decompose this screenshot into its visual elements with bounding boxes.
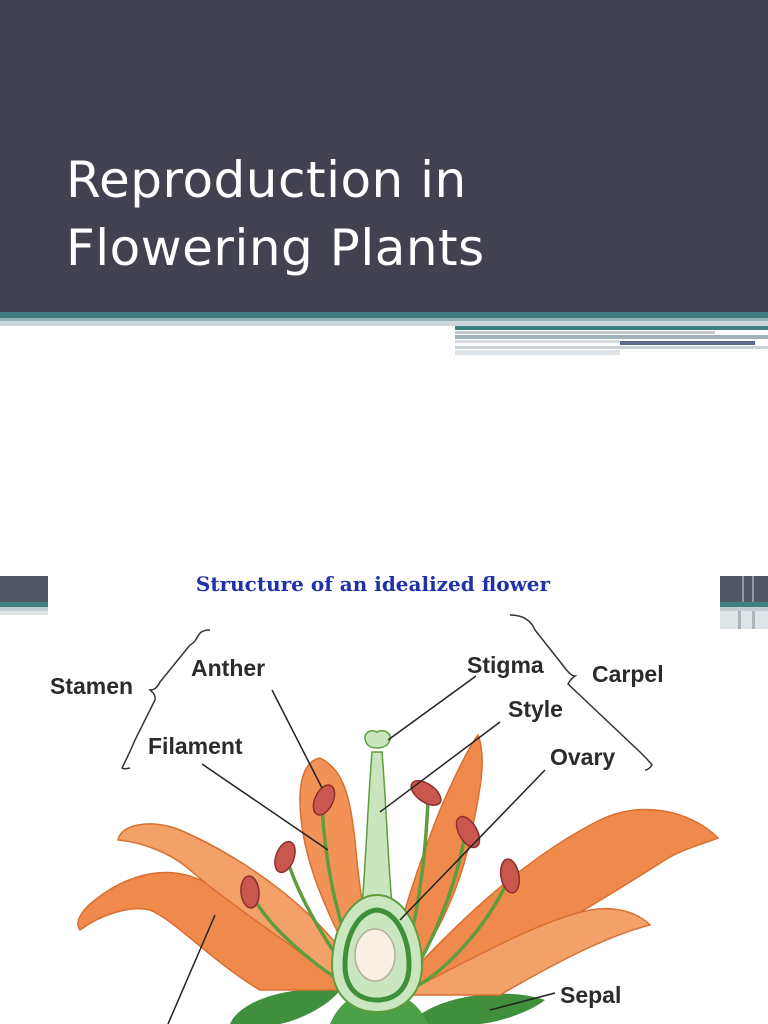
ovule: [354, 928, 396, 982]
ovary-chamber: [342, 907, 412, 1003]
label-brackets: [121, 614, 653, 771]
label-anther: Anther: [191, 655, 266, 681]
sepal-right: [410, 993, 545, 1024]
flower-diagram: [77, 614, 720, 1024]
label-carpel: Carpel: [592, 661, 664, 687]
anthers: [240, 780, 521, 909]
petal-right-lower: [399, 907, 652, 996]
slide-title-line-1: Reproduction in: [66, 151, 467, 209]
label-stigma: Stigma: [467, 652, 544, 678]
label-sepal: Sepal: [560, 982, 622, 1008]
slide-title: Reproduction in Flowering Plants: [66, 146, 485, 282]
slide-title-line-2: Flowering Plants: [66, 219, 485, 277]
label-ovary: Ovary: [550, 744, 616, 770]
label-style: Style: [508, 696, 563, 722]
sepal-left: [230, 989, 340, 1024]
label-stamen: Stamen: [50, 673, 134, 699]
leader-lines: [167, 675, 556, 1024]
label-filament: Filament: [148, 733, 243, 759]
diagram-title: Structure of an idealized flower: [195, 572, 551, 596]
slide-header: [0, 0, 768, 312]
style: [361, 751, 393, 906]
stigma: [364, 730, 391, 749]
